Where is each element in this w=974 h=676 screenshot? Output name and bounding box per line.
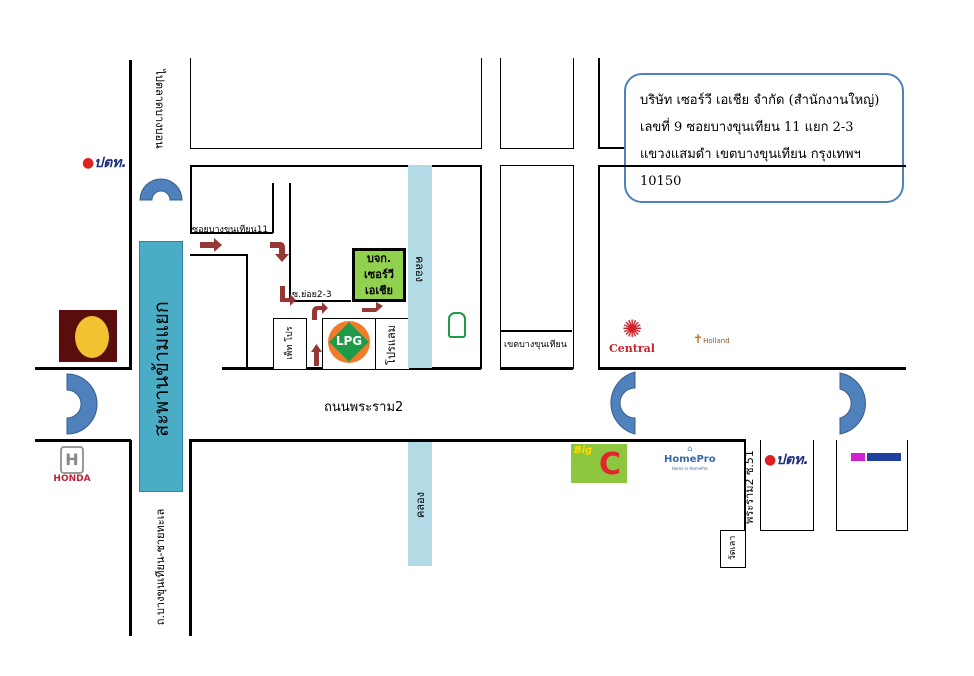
road-edge	[129, 440, 132, 636]
central-text: Central	[609, 342, 655, 355]
company-label-2: เซอร์วี	[364, 268, 394, 281]
honda-text: HONDA	[53, 474, 91, 484]
arrow-up-icon	[311, 344, 322, 366]
bigc-c-text: C	[599, 447, 622, 482]
block	[836, 440, 908, 531]
honda-logo: H HONDA	[50, 446, 94, 484]
arrow-turn-right-icon	[362, 302, 383, 312]
holland-logo: ✝Holland	[693, 332, 730, 346]
homepro-tag: Home is HomePro	[671, 466, 708, 471]
address-line-1: บริษัท เซอร์วี เอเชีย จำกัด (สำนักงานใหญ…	[640, 93, 880, 108]
address-box: บริษัท เซอร์วี เอเชีย จำกัด (สำนักงานใหญ…	[624, 73, 904, 203]
lpg-text: LPG	[335, 334, 363, 348]
ptt-logo: ●ปตท.	[82, 155, 127, 171]
block	[190, 58, 482, 149]
soi11-label: ซอยบางขุนเทียน11	[192, 225, 269, 235]
rama2-road-label: ถนนพระราม2	[324, 400, 404, 415]
prolam-shop	[375, 318, 410, 370]
u-turn-arch	[139, 178, 183, 201]
u-turn-arch	[839, 372, 866, 435]
canal-south	[408, 442, 432, 566]
u-turn-arch	[610, 371, 636, 435]
bigc-big-text: Big	[574, 445, 593, 456]
road-edge	[598, 58, 600, 148]
lpg-logo: LPG	[328, 321, 370, 363]
arrow-turn-right-icon	[280, 286, 296, 306]
road-edge	[500, 367, 573, 370]
road-edge	[35, 367, 131, 370]
company-label-3: เอเชีย	[364, 284, 394, 297]
restaurant-logo	[59, 310, 117, 362]
hospital-logo	[448, 312, 466, 338]
u-turn-arch	[66, 373, 98, 435]
ptt-logo: ●ปตท.	[764, 452, 809, 468]
road-edge	[190, 254, 247, 256]
homepro-text: HomePro	[664, 454, 716, 465]
road-edge	[598, 165, 600, 369]
road-edge	[598, 147, 624, 149]
road-edge	[246, 254, 248, 368]
road-edge	[190, 165, 192, 233]
arrow-right-icon	[200, 238, 222, 252]
road-edge	[35, 439, 131, 442]
direction-arrows	[200, 238, 383, 366]
company-building: บจก. เซอร์วี เอเชีย	[352, 248, 406, 302]
address-line-3: แขวงแสมดำ เขตบางขุนเทียน กรุงเทพฯ	[640, 147, 861, 162]
flyover	[139, 241, 183, 492]
road-edge	[272, 183, 274, 233]
road-edge	[190, 232, 273, 234]
address-line-4: 10150	[640, 174, 682, 189]
district-office-label: เขตบางขุนเทียน	[504, 340, 567, 350]
arrow-turn-right-icon	[312, 302, 328, 320]
road-edge	[744, 439, 746, 567]
road-edge	[500, 330, 572, 332]
wat-lao	[720, 530, 746, 568]
road-edge	[189, 439, 746, 442]
road-edge	[190, 165, 480, 167]
homepro-logo: ⌂ HomePro Home is HomePro	[664, 444, 716, 471]
road-edge	[480, 165, 482, 369]
road-edge	[598, 367, 906, 370]
block	[500, 165, 574, 369]
shop-logo	[851, 453, 901, 461]
arrow-turn-down-icon	[270, 242, 289, 262]
soi2-3-label: ซ.ย่อย2-3	[292, 290, 332, 300]
address-line-2: เลขที่ 9 ซอยบางขุนเทียน 11 แยก 2-3	[640, 120, 854, 135]
road-edge	[289, 300, 351, 302]
road-edge	[289, 183, 291, 301]
bigc-logo: Big C	[571, 444, 627, 483]
central-logo: ✺ Central	[604, 316, 660, 360]
block	[760, 440, 814, 531]
company-label-1: บจก.	[366, 252, 392, 265]
block	[500, 58, 574, 149]
road-edge	[189, 439, 192, 636]
petpro-shop	[273, 318, 307, 370]
road-edge	[598, 165, 906, 167]
road-edge	[129, 60, 132, 370]
canal-north	[408, 165, 432, 368]
